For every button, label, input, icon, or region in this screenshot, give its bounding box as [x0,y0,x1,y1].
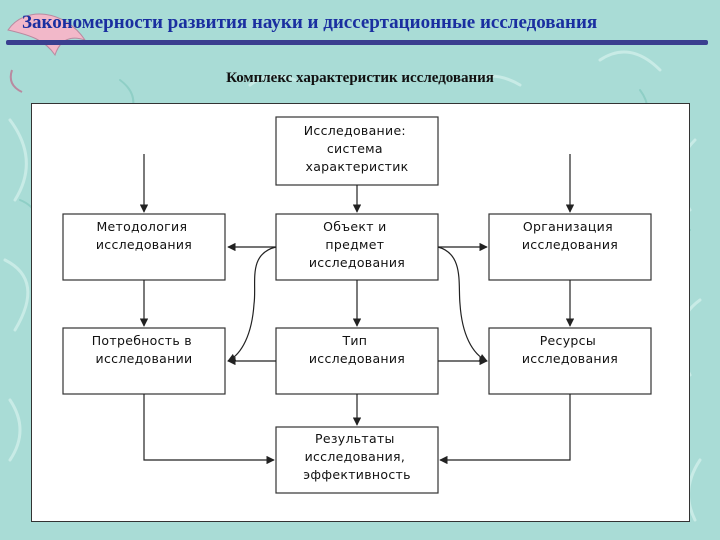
line: Потребность в [92,333,192,348]
node-box-need [62,327,226,395]
line: Методология [96,219,187,234]
node-label-object-subject: Объект и предмет исследования [309,219,405,270]
line: исследования [309,255,405,270]
line: исследования [522,237,618,252]
node-label-need: Потребность в исследовании [92,333,197,366]
slide-title: Закономерности развития науки и диссерта… [22,12,598,33]
line: исследования [96,237,192,252]
node-label-organization: Организация исследования [522,219,618,252]
node-label-type: Тип исследования [309,333,405,366]
node-label-resources: Ресурсы исследования [522,333,618,366]
research-characteristics-diagram: Исследование: система характеристик Мето… [62,116,652,494]
line: Исследование: [304,123,406,138]
line: Результаты [315,431,395,446]
node-label-research-system: Исследование: система характеристик [304,123,410,174]
node-label-results: Результаты исследования, эффективность [303,431,411,482]
line: Ресурсы [540,333,596,348]
line: исследования, [305,449,406,464]
edge-curve-right [437,246,488,362]
node-box-resources [488,327,652,395]
edge-curve-left [227,246,277,362]
line: исследования [309,351,405,366]
slide-subtitle: Комплекс характеристик исследования [226,70,494,86]
node-box-results [275,426,439,494]
line: Организация [523,219,613,234]
line: эффективность [303,467,411,482]
node-box-research-system [275,116,439,186]
edge-resources-to-results [439,394,571,465]
node-box-methodology [62,213,226,281]
line: предмет [325,237,384,252]
node-box-organization [488,213,652,281]
edge-need-to-results [143,394,275,465]
line: система [327,141,383,156]
title-underline [6,40,708,45]
line: Тип [341,333,367,348]
node-label-methodology: Методология исследования [96,219,192,252]
line: характеристик [306,159,409,174]
line: Объект и [323,219,386,234]
node-box-type [275,327,439,395]
diagram-panel: Исследование: система характеристик Мето… [31,103,690,522]
line: исследования [522,351,618,366]
line: исследовании [96,351,193,366]
